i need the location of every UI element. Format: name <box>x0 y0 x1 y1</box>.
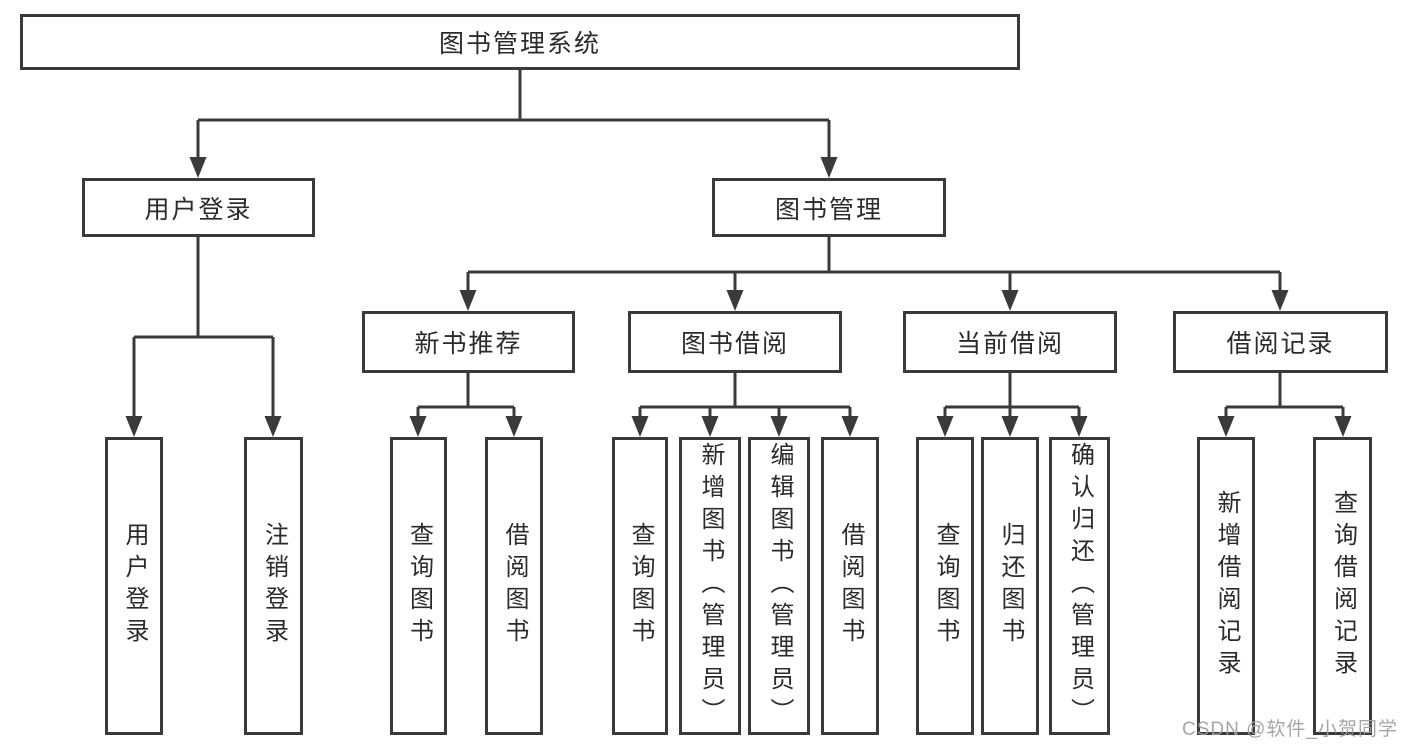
csdn-watermark: CSDN @软件_小贺同学 <box>1182 719 1398 740</box>
node-borrowing-records: 借阅记录 <box>1173 311 1388 373</box>
node-label: 查询图书 <box>405 522 433 650</box>
node-label: 借阅图书 <box>837 522 864 650</box>
node-label: 图书管理 <box>774 195 883 224</box>
leaf-query-borrow-record: 查询借阅记录 <box>1313 437 1372 735</box>
node-new-book-recommend: 新书推荐 <box>362 311 575 373</box>
leaf-return-books: 归还图书 <box>981 437 1039 735</box>
node-label: 查询借阅记录 <box>1329 490 1357 682</box>
node-label: 新增借阅记录 <box>1213 490 1240 682</box>
node-user-login: 用户登录 <box>82 178 315 237</box>
node-label: 新书推荐 <box>414 330 523 358</box>
node-label: 查询图书 <box>932 522 959 650</box>
leaf-query-books-borrowing: 查询图书 <box>612 437 668 735</box>
leaf-borrow-books-recommend: 借阅图书 <box>485 437 543 735</box>
leaf-borrow-books: 借阅图书 <box>821 437 879 735</box>
node-label: 归还图书 <box>997 522 1024 650</box>
node-current-borrowing: 当前借阅 <box>903 311 1117 373</box>
node-label: 查询图书 <box>627 522 654 650</box>
leaf-logout: 注销登录 <box>244 437 303 735</box>
node-label: 确认归还（管理员） <box>1066 442 1094 730</box>
node-book-management: 图书管理 <box>712 178 946 237</box>
leaf-query-books-recommend: 查询图书 <box>390 437 447 735</box>
leaf-add-borrow-record: 新增借阅记录 <box>1197 437 1255 735</box>
leaf-confirm-return-admin: 确认归还（管理员） <box>1049 437 1110 735</box>
leaf-query-books-current: 查询图书 <box>916 437 974 735</box>
node-label: 借阅图书 <box>501 522 528 650</box>
node-label: 图书借阅 <box>680 330 789 358</box>
leaf-edit-books-admin: 编辑图书（管理员） <box>748 437 810 735</box>
node-label: 图书管理系统 <box>438 30 601 58</box>
node-label: 新增图书（管理员） <box>697 442 724 730</box>
node-label: 用户登录 <box>144 195 253 224</box>
leaf-add-books-admin: 新增图书（管理员） <box>679 437 741 735</box>
node-label: 注销登录 <box>260 522 288 650</box>
node-book-borrowing: 图书借阅 <box>628 311 842 373</box>
node-label: 用户登录 <box>121 522 148 650</box>
leaf-user-login: 用户登录 <box>105 437 163 735</box>
node-label: 借阅记录 <box>1226 330 1335 358</box>
node-label: 当前借阅 <box>955 330 1064 358</box>
node-library-system: 图书管理系统 <box>20 14 1020 70</box>
node-label: 编辑图书（管理员） <box>766 442 793 730</box>
